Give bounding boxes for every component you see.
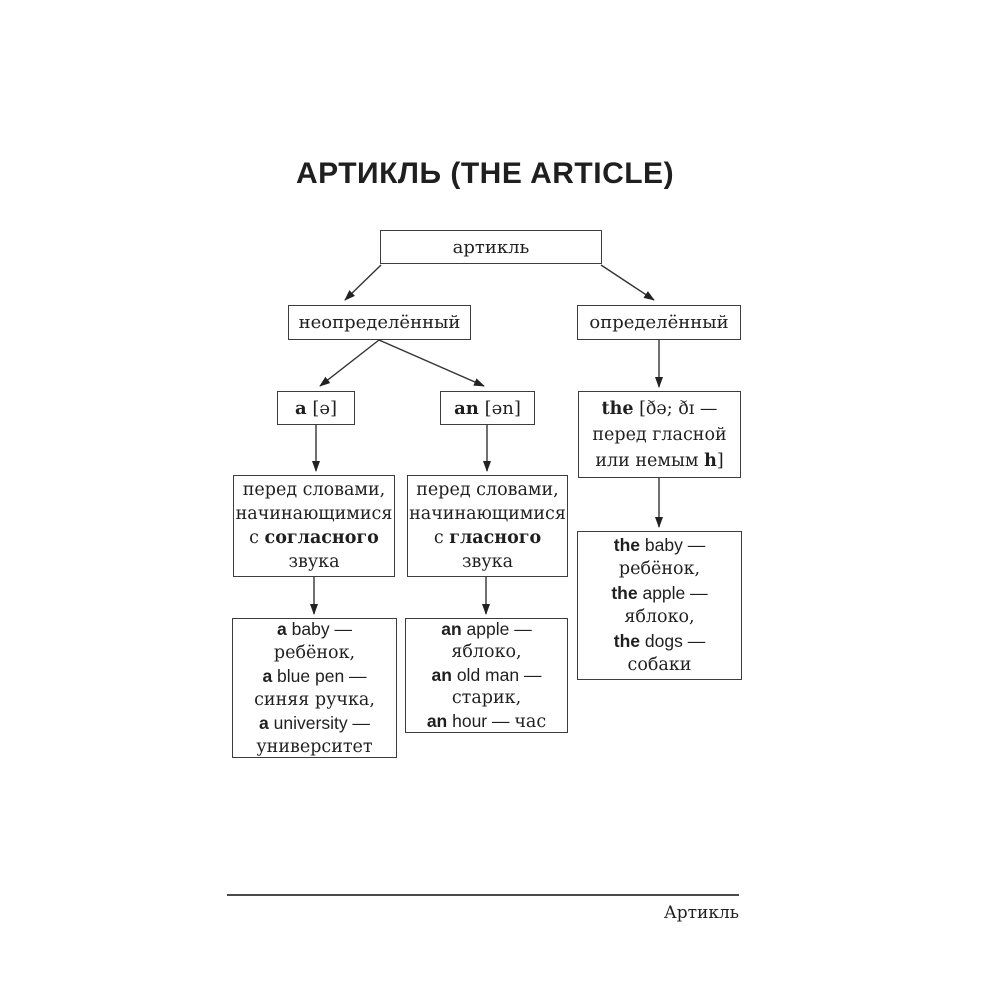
node-text-line: a baby — (277, 618, 352, 639)
node-text-line: старик, (451, 688, 522, 709)
node-text-line: перед словами, (242, 480, 386, 500)
page-title: АРТИКЛЬ (THE ARTICLE) (295, 157, 675, 190)
node-text-line: университет (256, 736, 373, 757)
node-text-line: an [ən] (454, 397, 521, 419)
node-the: the [ðə; ðɪ — перед гласной или немым h] (578, 391, 741, 478)
node-an-examples: an apple — яблоко,an old man — старик,an h… (405, 618, 568, 733)
node-text-line: звука (288, 552, 340, 572)
node-text-line: с гласного (433, 528, 542, 548)
node-text-line: начинающимися (235, 504, 393, 524)
node-text-line: яблоко, (451, 642, 522, 663)
arrow-root-to-definite (600, 264, 655, 301)
node-text-line: неопределённый (298, 312, 461, 333)
node-text-line: an hour — час (426, 710, 547, 732)
node-text-line: ребёнок, (273, 642, 356, 663)
node-an: an [ən] (440, 391, 535, 425)
arrow-indefinite-to-a (319, 339, 380, 387)
node-a-examples: a baby — ребёнок,a blue pen — синяя ручка,… (232, 618, 397, 758)
node-text-line: a blue pen — (262, 665, 367, 686)
node-text-line: звука (461, 552, 514, 572)
node-text-line: артикль (452, 236, 530, 258)
node-text-line: the [ðə; ðɪ — (601, 398, 718, 419)
arrow-root-to-indefinite (344, 264, 382, 301)
node-text-line: the apple — (611, 582, 708, 603)
node-text-line: синяя ручка, (254, 689, 375, 710)
footer-divider (227, 894, 739, 896)
node-the-examples: the baby — ребёнок, the apple — яблоко, the … (577, 531, 742, 680)
node-a: a [ə] (277, 391, 355, 425)
node-text-line: или немым h] (595, 450, 724, 471)
node-text-line: the baby — (613, 534, 706, 555)
node-an-rule: перед словами, начинающимися с гласного зву… (407, 475, 568, 577)
node-text-line: определённый (589, 312, 729, 333)
node-text-line: яблоко, (624, 607, 695, 627)
node-definite: определённый (577, 305, 741, 340)
node-indefinite: неопределённый (288, 305, 471, 340)
node-text-line: a university — (259, 712, 370, 733)
node-text-line: собаки (627, 655, 692, 675)
node-text-line: the dogs — (613, 630, 706, 651)
node-text-line: ребёнок, (618, 559, 701, 579)
node-text-line: с согласного (249, 528, 379, 548)
node-article-root: артикль (380, 230, 602, 264)
node-text-line: an apple — (441, 618, 532, 639)
node-text-line: начинающимися (409, 504, 566, 524)
arrow-indefinite-to-an (378, 339, 485, 387)
node-text-line: перед словами, (416, 480, 559, 500)
node-text-line: a [ə] (294, 397, 338, 419)
node-text-line: перед гласной (592, 424, 727, 445)
node-a-rule: перед словами, начинающимися с согласного з… (233, 475, 395, 577)
node-text-line: an old man — (431, 664, 542, 685)
footer-label: Артикль (663, 903, 739, 923)
